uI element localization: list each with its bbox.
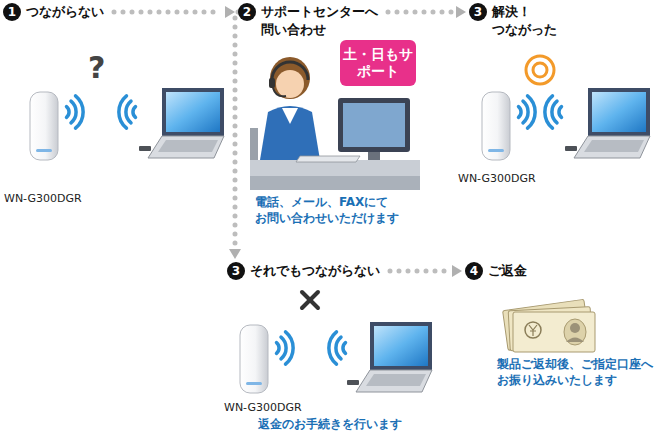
step-title: サポートセンターへ 問い合わせ <box>261 3 378 39</box>
money-figure <box>503 299 595 352</box>
step-number: 3 <box>469 3 487 21</box>
step-heading: 4 ご返金 <box>465 262 527 280</box>
contact-note: 電話、メール、FAXにて お問い合わせいただけます <box>255 194 411 226</box>
laptop-figure <box>565 88 650 158</box>
success-rings <box>526 56 554 84</box>
step-heading: 2 サポートセンターへ 問い合わせ <box>238 3 378 39</box>
step-title: 解決！つながった <box>492 3 557 39</box>
router-figure <box>482 92 510 160</box>
step-title: それでもつながらない <box>250 262 380 280</box>
support-badge <box>340 40 416 86</box>
step-number: 2 <box>238 3 256 21</box>
step-title: ご返金 <box>488 262 527 280</box>
router-figure <box>30 92 58 160</box>
wifi-waves <box>329 332 346 364</box>
model-name: WN-G300DGR <box>458 172 536 187</box>
step-heading: 3 それでもつながらない <box>227 262 380 280</box>
laptop-figure <box>347 322 432 392</box>
step-heading: 3 解決！つながった <box>469 3 557 39</box>
router-figure <box>240 325 268 393</box>
badge-text: 土・日もサポート <box>340 44 416 80</box>
step-title: つながらない <box>26 3 104 21</box>
wifi-waves <box>67 96 84 128</box>
dotted-arrow <box>114 6 235 18</box>
model-name: WN-G300DGR <box>4 192 82 207</box>
model-name: WN-G300DGR <box>224 401 302 416</box>
question-mark: ? <box>88 48 105 89</box>
dotted-arrow <box>229 12 241 259</box>
step-number: 1 <box>3 3 21 21</box>
wifi-waves <box>119 96 136 128</box>
step-number: 3 <box>227 262 245 280</box>
refund-note: 返金のお手続きを行います <box>258 416 402 432</box>
step-number: 4 <box>465 262 483 280</box>
wifi-waves <box>519 96 536 128</box>
dotted-arrow <box>390 265 462 277</box>
refund-note: 製品ご返却後、ご指定口座へ お振り込みいたします <box>497 356 660 388</box>
step-heading: 1 つながらない <box>3 3 104 21</box>
dotted-arrow <box>388 6 466 18</box>
laptop-figure <box>139 88 224 158</box>
cross-mark <box>302 292 318 308</box>
wifi-waves <box>277 332 294 364</box>
wifi-waves <box>545 96 562 128</box>
